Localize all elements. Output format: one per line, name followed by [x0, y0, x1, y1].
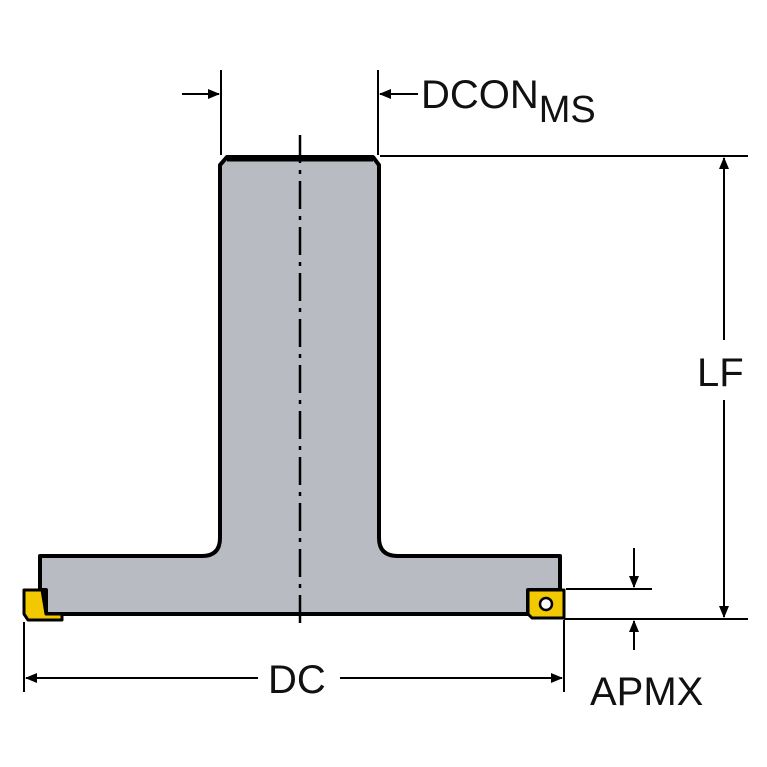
insert-screw-icon: [538, 596, 554, 612]
right-insert: [526, 588, 566, 620]
dc-label: DC: [268, 658, 326, 702]
lf-label: LF: [697, 351, 744, 395]
apmx-dimension: APMX: [566, 548, 703, 714]
dcon-subscript: MS: [539, 89, 596, 131]
left-insert: [22, 588, 64, 622]
dcon-dimension: DCONMS: [182, 70, 596, 155]
dcon-label: DCON: [421, 73, 539, 117]
svg-text:DCONMS: DCONMS: [421, 73, 596, 131]
dc-dimension: DC: [23, 620, 565, 702]
lf-dimension: LF: [380, 155, 748, 618]
apmx-label: APMX: [590, 670, 703, 714]
